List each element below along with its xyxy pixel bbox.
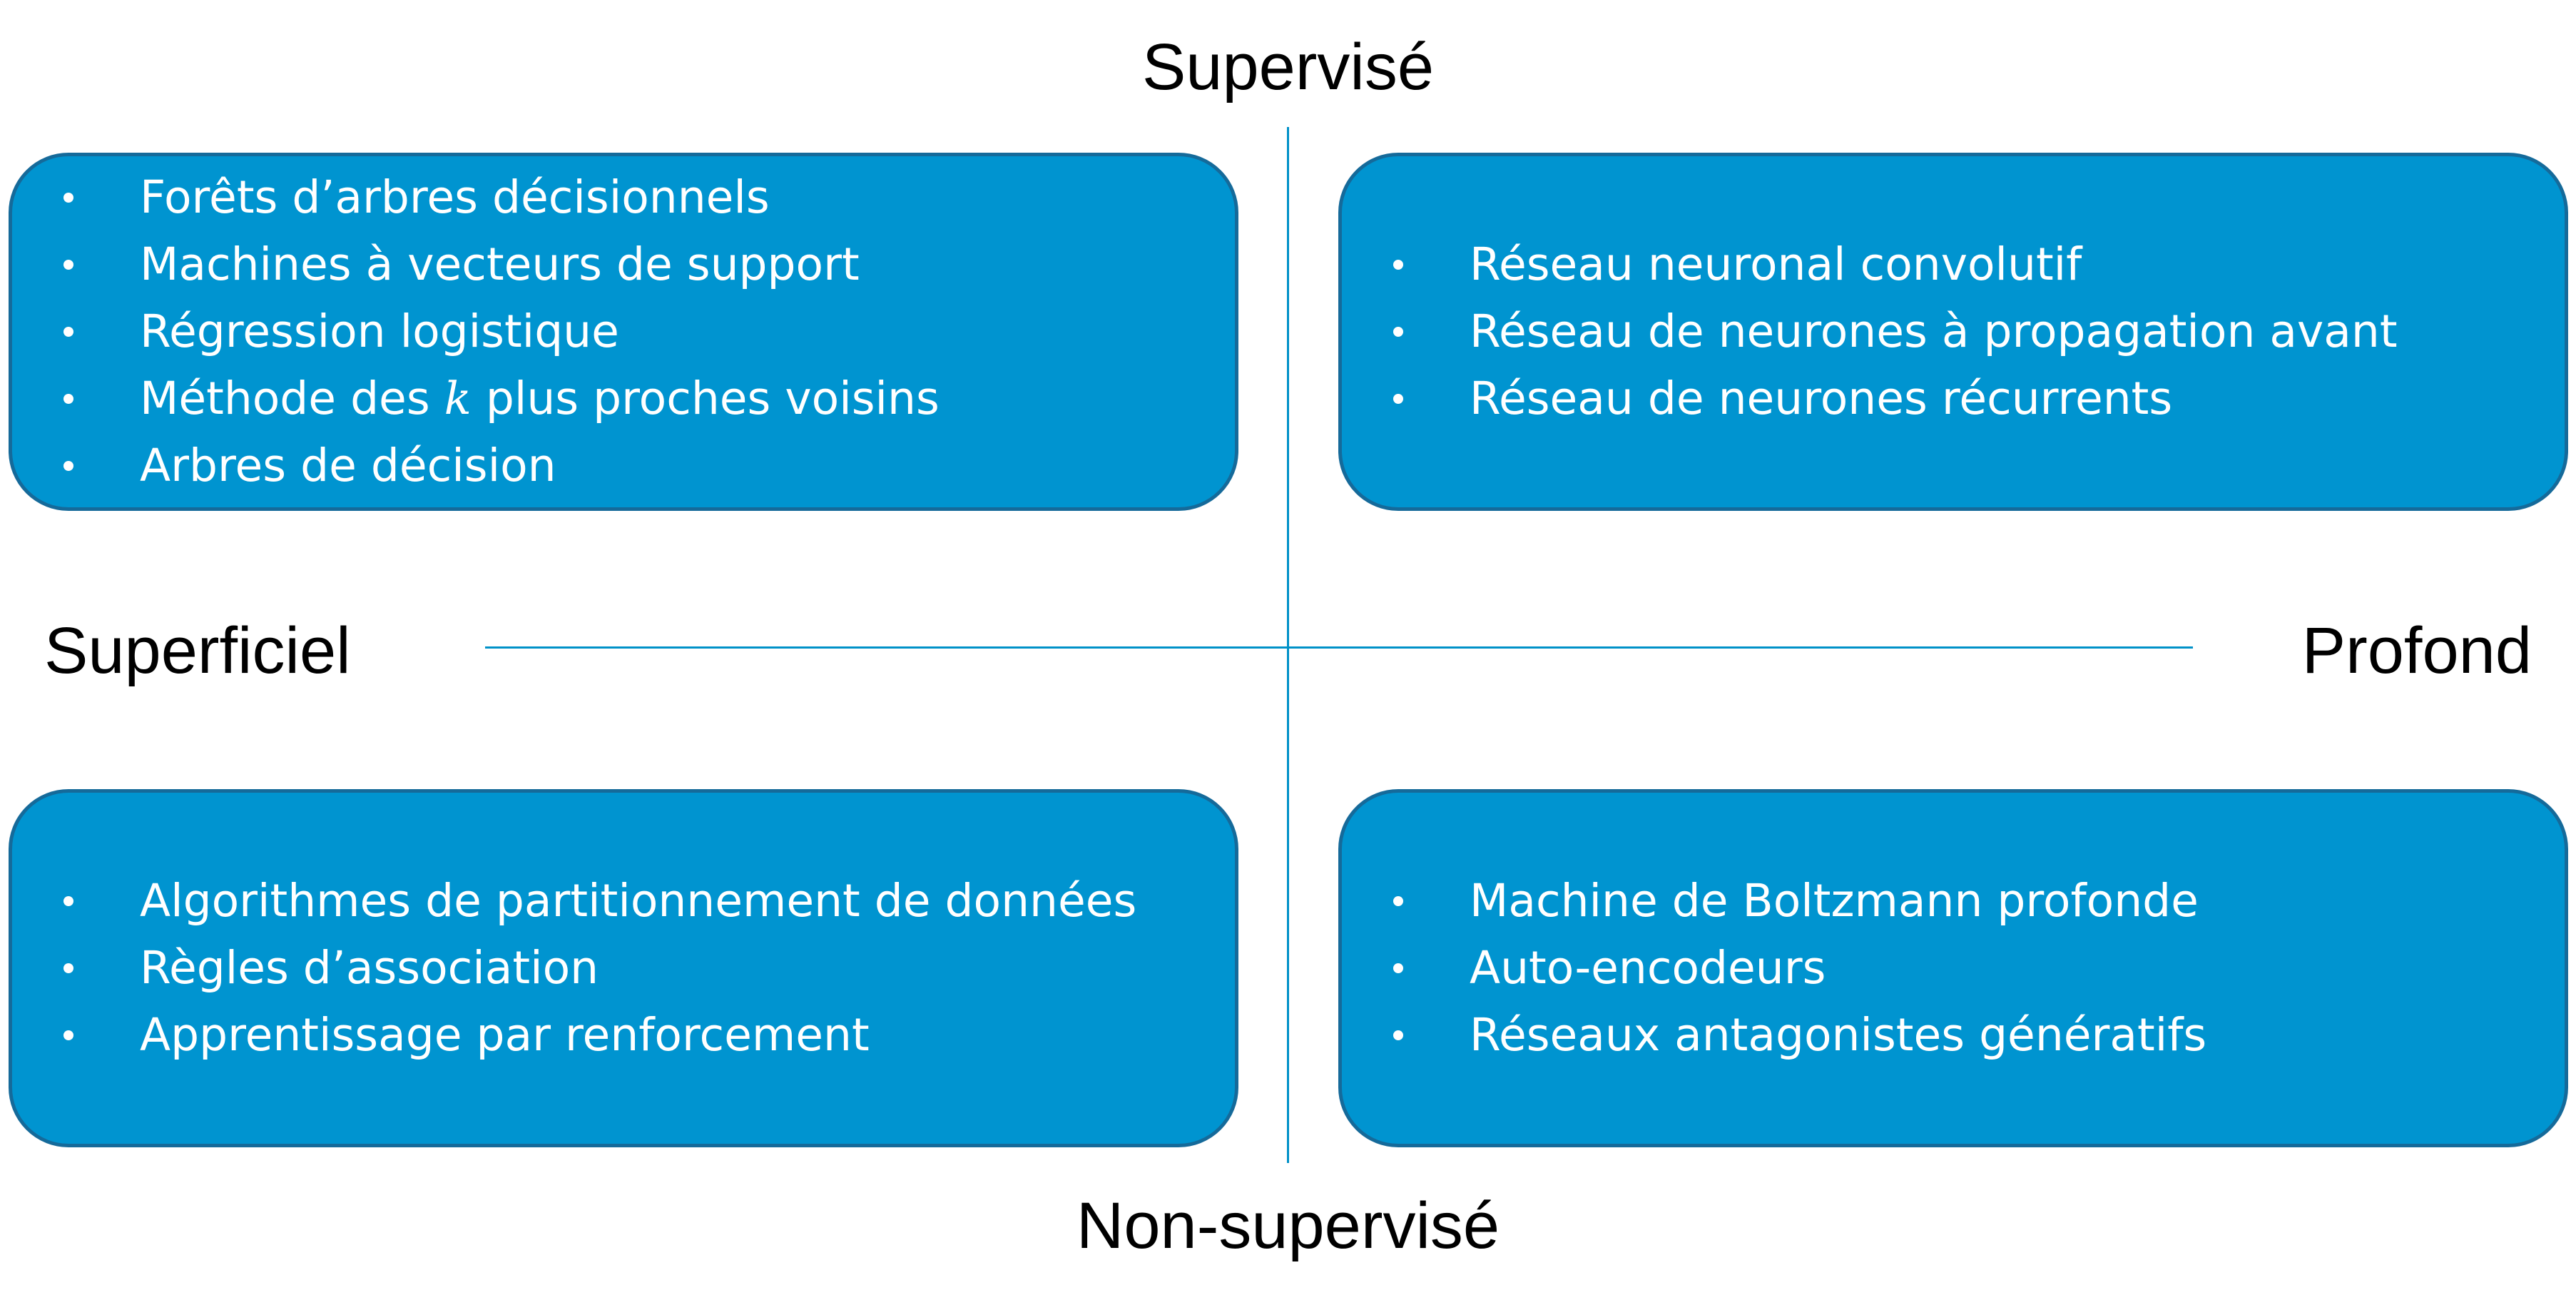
list-item-text: Apprentissage par renforcement [140,1009,870,1061]
horizontal-axis-line [485,646,2193,649]
quadrant-unsupervised-shallow: Algorithmes de partitionnement de donnée… [9,789,1238,1147]
list-item-text: Réseaux antagonistes génératifs [1470,1009,2207,1061]
axis-label-unsupervised: Non-supervisé [1076,1189,1500,1262]
list-item: Réseau neuronal convolutif [1393,231,2565,298]
bullet-icon [1393,260,1403,270]
list-item-text: Réseau neuronal convolutif [1470,238,2082,290]
list-item-text: Auto-encodeurs [1470,942,1826,994]
bullet-icon [63,260,73,270]
list-item-text: Régression logistique [140,305,619,357]
list-item: Machine de Boltzmann profonde [1393,868,2565,935]
bullet-icon [63,963,73,973]
bullet-icon [63,1030,73,1040]
bullet-icon [1393,896,1403,906]
list-item: Règles d’association [63,935,1235,1002]
list-item-text: Réseau de neurones à propagation avant [1470,305,2398,357]
bullet-icon [63,461,73,471]
vertical-axis-line [1287,127,1289,1163]
bullet-icon [63,394,73,404]
list-item-text: Algorithmes de partitionnement de donnée… [140,875,1137,927]
list-item: Forêts d’arbres décisionnels [63,164,1235,231]
list-item: Machines à vecteurs de support [63,231,1235,298]
list-item: Arbres de décision [63,432,1235,499]
list-item: Méthode des k plus proches voisins [63,365,1235,432]
list-item: Algorithmes de partitionnement de donnée… [63,868,1235,935]
bullet-icon [1393,394,1403,404]
list-item-text: Machines à vecteurs de support [140,238,860,290]
axis-label-supervised: Supervisé [1141,31,1435,103]
axis-label-shallow: Superficiel [44,614,351,687]
list-item-text-before: Méthode des [140,372,444,425]
list-item-text: Machine de Boltzmann profonde [1470,875,2199,927]
math-variable-k: k [444,372,472,425]
list-item: Réseau de neurones récurrents [1393,365,2565,432]
list-item: Apprentissage par renforcement [63,1002,1235,1069]
bullet-icon [63,327,73,337]
bullet-icon [1393,1030,1403,1040]
list-item: Réseaux antagonistes génératifs [1393,1002,2565,1069]
quadrant-supervised-shallow: Forêts d’arbres décisionnels Machines à … [9,153,1238,511]
list-item-text: Forêts d’arbres décisionnels [140,171,770,223]
list-item-text: Réseau de neurones récurrents [1470,372,2173,425]
quadrant-supervised-deep: Réseau neuronal convolutif Réseau de neu… [1338,153,2568,511]
axis-label-deep: Profond [2301,614,2532,687]
bullet-icon [1393,327,1403,337]
list-item-text-after: plus proches voisins [471,372,940,425]
bullet-icon [63,193,73,203]
list-item: Réseau de neurones à propagation avant [1393,298,2565,365]
bullet-icon [1393,963,1403,973]
list-item-text: Méthode des k plus proches voisins [140,365,940,432]
quadrant-unsupervised-deep: Machine de Boltzmann profonde Auto-encod… [1338,789,2568,1147]
list-item: Auto-encodeurs [1393,935,2565,1002]
list-item: Régression logistique [63,298,1235,365]
list-item-text: Arbres de décision [140,440,556,492]
list-item-text: Règles d’association [140,942,599,994]
bullet-icon [63,896,73,906]
